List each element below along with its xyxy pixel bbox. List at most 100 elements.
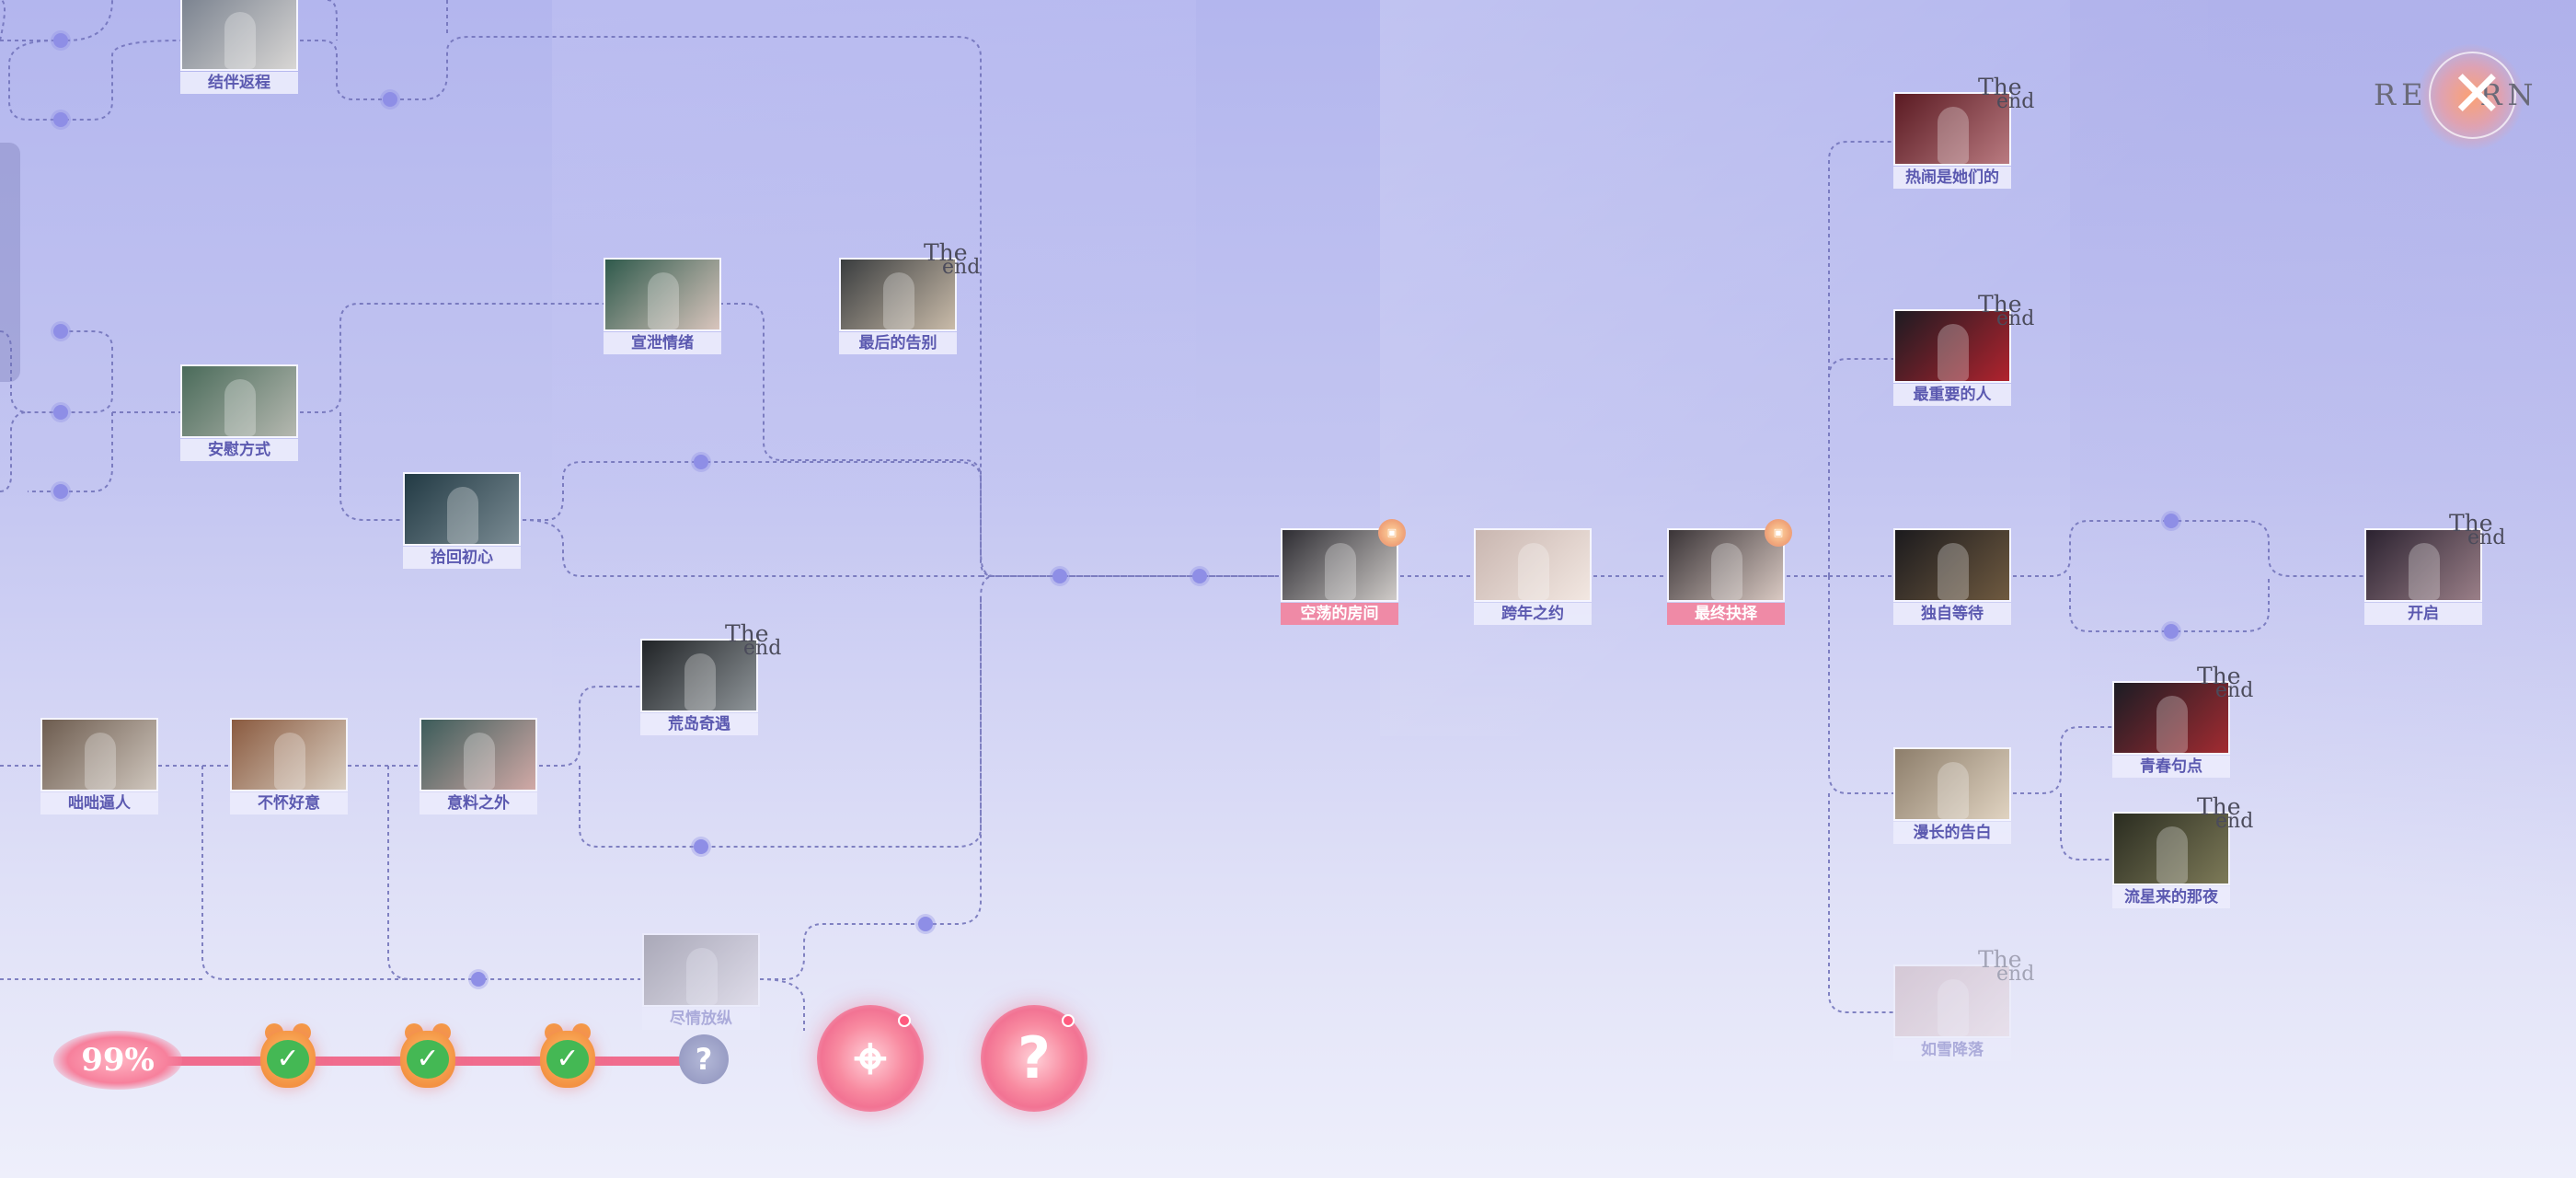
story-node[interactable]: 尽情放纵 <box>642 933 760 1030</box>
character-silhouette <box>684 653 716 710</box>
return-ring <box>2429 52 2516 139</box>
branch-dot <box>2164 514 2179 528</box>
story-node[interactable]: 咄咄逼人 <box>40 718 158 814</box>
node-label: 空荡的房间 <box>1281 603 1398 625</box>
node-label: 最后的告别 <box>839 332 957 354</box>
character-silhouette <box>1518 543 1549 600</box>
check-icon: ✓ <box>267 1040 309 1079</box>
check-icon: ✓ <box>407 1040 449 1079</box>
locate-button[interactable]: ⌖ <box>817 1005 924 1112</box>
question-icon: ? <box>1018 1024 1051 1091</box>
film-icon: ▣ <box>1378 519 1406 547</box>
character-silhouette <box>686 948 718 1005</box>
character-silhouette <box>2156 826 2188 884</box>
collection-progress: 99% ✓ ✓ ✓ ? <box>46 1012 745 1104</box>
close-x-icon: ✕ <box>2450 56 2504 132</box>
side-drawer-handle[interactable] <box>0 143 20 382</box>
character-silhouette <box>1711 543 1742 600</box>
node-thumbnail <box>40 718 158 791</box>
node-label: 结伴返程 <box>180 72 298 94</box>
story-node[interactable]: 结伴返程 <box>180 0 298 94</box>
node-label: 独自等待 <box>1893 603 2011 625</box>
story-node[interactable]: 跨年之约 <box>1474 528 1592 625</box>
bear-reward-icon[interactable]: ✓ <box>258 1023 318 1091</box>
branch-dot <box>53 484 68 499</box>
film-icon: ▣ <box>1765 519 1792 547</box>
bear-reward-icon[interactable]: ✓ <box>537 1023 598 1091</box>
character-silhouette <box>648 272 679 329</box>
node-thumbnail <box>1893 964 2011 1038</box>
check-icon: ✓ <box>546 1040 589 1079</box>
node-thumbnail <box>1893 309 2011 383</box>
branch-dot <box>53 405 68 420</box>
character-silhouette <box>1938 979 1969 1036</box>
story-node[interactable]: 空荡的房间 ▣ <box>1281 519 1406 625</box>
node-label: 热闹是她们的 <box>1893 167 2011 189</box>
character-silhouette <box>85 733 116 790</box>
character-silhouette <box>2156 696 2188 753</box>
node-thumbnail <box>2112 812 2230 885</box>
node-label: 不怀好意 <box>230 792 348 814</box>
location-pin-icon: ⌖ <box>854 1024 887 1091</box>
story-node[interactable]: 拾回初心 <box>403 472 521 569</box>
node-thumbnail <box>1474 528 1592 602</box>
branch-dot <box>694 455 708 469</box>
node-label: 意料之外 <box>420 792 537 814</box>
notification-dot <box>1062 1014 1075 1027</box>
node-thumbnail <box>640 639 758 712</box>
help-button[interactable]: ? <box>981 1005 1087 1112</box>
node-thumbnail <box>2112 681 2230 755</box>
node-label: 拾回初心 <box>403 547 521 569</box>
bear-reward-icon[interactable]: ✓ <box>397 1023 458 1091</box>
story-node[interactable]: 最终抉择▣ <box>1667 519 1792 625</box>
branch-dot <box>2164 624 2179 639</box>
character-silhouette <box>1938 107 1969 164</box>
character-silhouette <box>2409 543 2440 600</box>
progress-percent: 99% <box>53 1031 182 1090</box>
character-silhouette <box>1938 543 1969 600</box>
character-silhouette <box>274 733 305 790</box>
node-label: 流星来的那夜 <box>2112 886 2230 908</box>
character-silhouette <box>447 487 478 544</box>
node-label: 开启 <box>2364 603 2482 625</box>
node-thumbnail <box>1281 528 1398 602</box>
character-silhouette <box>464 733 495 790</box>
node-label: 漫长的告白 <box>1893 822 2011 844</box>
node-label: 荒岛奇遇 <box>640 713 758 735</box>
node-thumbnail <box>420 718 537 791</box>
node-thumbnail <box>1893 528 2011 602</box>
node-thumbnail <box>642 933 760 1007</box>
node-label: 安慰方式 <box>180 439 298 461</box>
locked-reward-icon[interactable]: ? <box>679 1034 729 1084</box>
story-node[interactable]: 安慰方式 <box>180 364 298 461</box>
branch-dot <box>53 112 68 127</box>
node-thumbnail <box>230 718 348 791</box>
node-label: 咄咄逼人 <box>40 792 158 814</box>
node-thumbnail <box>1893 92 2011 166</box>
branch-dot <box>1192 569 1207 583</box>
character-silhouette <box>883 272 914 329</box>
branch-dot <box>471 972 486 987</box>
branch-dot <box>53 33 68 48</box>
story-node[interactable]: 独自等待 <box>1893 528 2011 625</box>
story-node[interactable]: 漫长的告白 <box>1893 747 2011 844</box>
story-node[interactable]: 宣泄情绪 <box>604 258 721 354</box>
story-node[interactable]: 意料之外 <box>420 718 537 814</box>
node-label: 尽情放纵 <box>642 1008 760 1030</box>
story-node[interactable]: 不怀好意 <box>230 718 348 814</box>
node-label: 最重要的人 <box>1893 384 2011 406</box>
